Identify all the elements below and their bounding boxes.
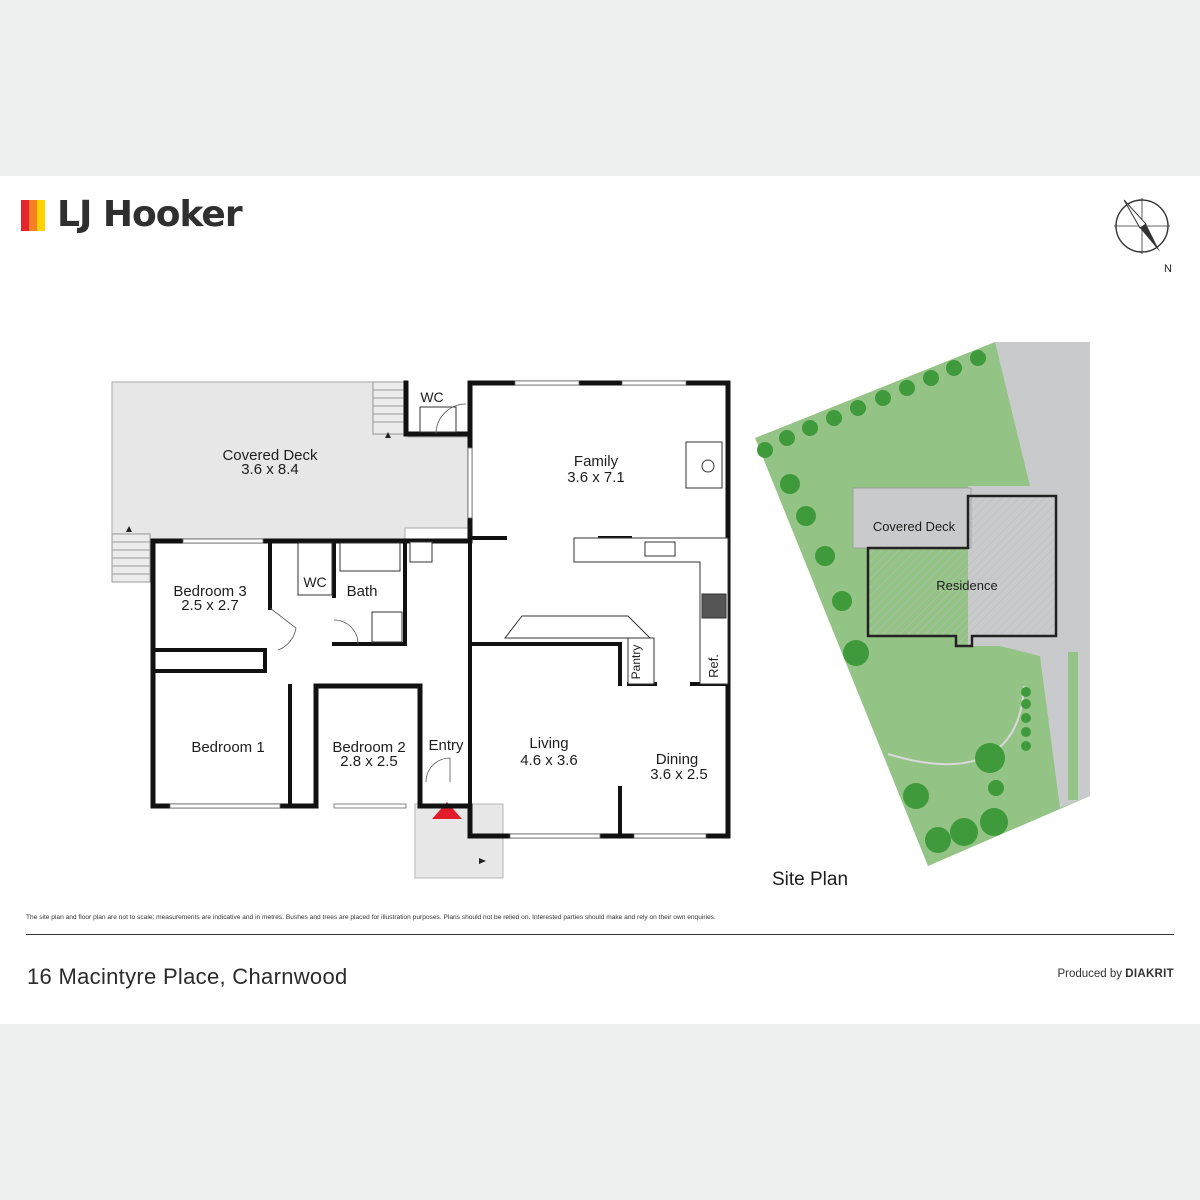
logo-color-bars <box>21 199 45 231</box>
door-arcs <box>269 403 467 783</box>
site-residence-label: Residence <box>936 578 997 593</box>
footer-divider <box>26 934 1174 935</box>
family-label: Family <box>574 453 619 470</box>
site-trees <box>757 350 1031 853</box>
deck-stair-arrow-icon <box>385 432 391 438</box>
north-compass-icon: N <box>1114 198 1172 275</box>
lj-hooker-logo: LJ Hooker <box>21 194 243 235</box>
site-plan-title: Site Plan <box>772 869 848 890</box>
bedroom2-size: 2.8 x 2.5 <box>340 753 398 770</box>
entry-porch <box>414 803 504 879</box>
floor-plan-sheet: LJ Hooker N <box>0 176 1200 1024</box>
entrance-marker-icon <box>432 802 462 819</box>
property-address: 16 Macintyre Place, Charnwood <box>27 964 348 989</box>
entry-label: Entry <box>428 737 464 754</box>
covered-deck-label: Covered Deck <box>222 447 318 464</box>
wc-label: WC <box>303 574 326 590</box>
bath-label: Bath <box>347 583 378 600</box>
floor-plan: Covered Deck 3.6 x 8.4 Family 3.6 x 7.1 … <box>111 380 731 879</box>
compass-north-label: N <box>1164 263 1172 275</box>
dining-label: Dining <box>656 751 699 768</box>
disclaimer-text: The site plan and floor plan are not to … <box>26 914 716 921</box>
plans-drawing: Covered Deck 3.6 x 8.4 Family 3.6 x 7.1 … <box>111 342 1090 890</box>
bedroom3-size: 2.5 x 2.7 <box>181 597 239 614</box>
pantry-label: Pantry <box>629 645 643 680</box>
windows <box>169 380 707 839</box>
ref-label: Ref. <box>706 654 721 678</box>
site-covered-deck <box>852 487 972 549</box>
deck-steps <box>111 381 406 583</box>
bedroom2-label: Bedroom 2 <box>332 739 405 756</box>
covered-deck-size: 3.6 x 8.4 <box>241 461 299 478</box>
porch-step-arrow-icon <box>479 858 486 864</box>
producer-name: DIAKRIT <box>1125 968 1174 980</box>
room-labels: Covered Deck 3.6 x 8.4 Family 3.6 x 7.1 … <box>173 389 721 783</box>
kitchen <box>297 406 729 685</box>
bedroom1-label: Bedroom 1 <box>191 739 264 756</box>
dining-size: 3.6 x 2.5 <box>650 766 708 783</box>
produced-by-label: Produced by <box>1057 968 1123 980</box>
sink-icon <box>644 541 676 557</box>
site-covered-deck-label: Covered Deck <box>873 519 956 534</box>
bedroom3-label: Bedroom 3 <box>173 583 246 600</box>
site-plan: Covered Deck Residence Site Plan <box>755 342 1090 890</box>
living-size: 4.6 x 3.6 <box>520 752 578 769</box>
logo-wordmark: LJ Hooker <box>57 194 243 235</box>
producer-credit: Produced by DIAKRIT <box>1057 968 1174 980</box>
site-residence <box>866 494 1058 648</box>
wc-top-label: WC <box>420 389 443 405</box>
living-label: Living <box>529 735 568 752</box>
cooktop-icon <box>701 593 727 619</box>
side-stair-arrow-icon <box>126 526 132 532</box>
family-size: 3.6 x 7.1 <box>567 469 625 486</box>
site-verge-strip <box>1068 652 1078 800</box>
